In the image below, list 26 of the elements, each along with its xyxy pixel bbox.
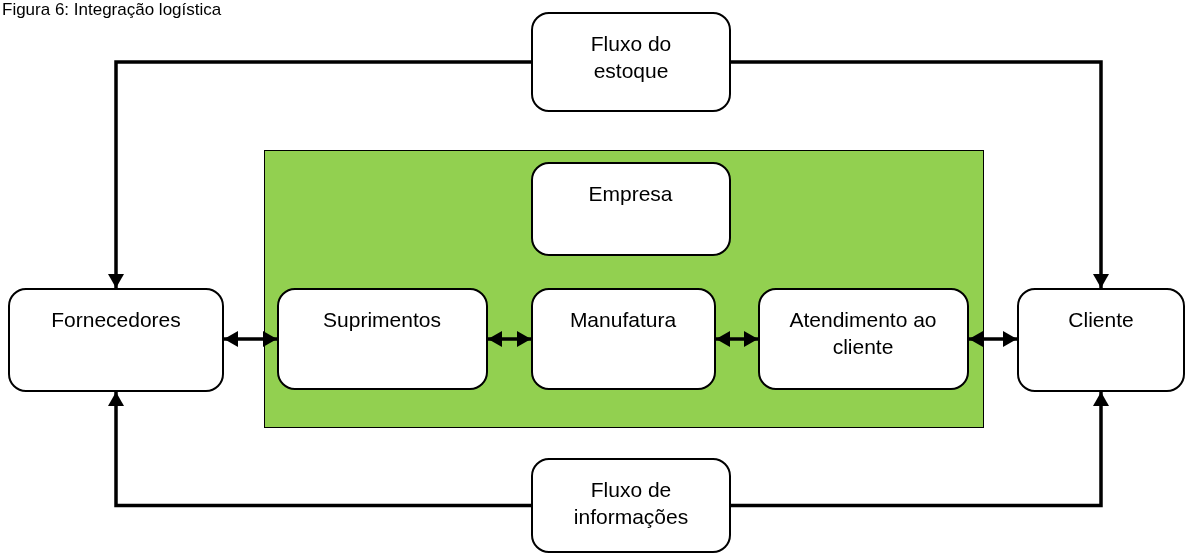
- company-panel: [264, 150, 984, 428]
- rounded-box: [276, 287, 488, 390]
- rounded-box: [530, 161, 731, 256]
- connector-arrow: [731, 392, 1109, 508]
- connector-arrow: [224, 331, 277, 347]
- box-label: Fluxo de informações: [572, 477, 690, 530]
- connector-arrow: [488, 331, 531, 347]
- box-label: Suprimentos: [323, 306, 441, 333]
- rounded-box: [530, 287, 716, 390]
- connector-arrow: [716, 331, 758, 347]
- rounded-box: [8, 288, 224, 392]
- box-label: Fluxo do estoque: [589, 31, 673, 84]
- connector-arrow: [108, 60, 531, 288]
- box-label: Atendimento ao cliente: [788, 306, 938, 360]
- box-label: Cliente: [1068, 307, 1134, 333]
- connector-arrow: [108, 392, 531, 508]
- connector-arrow: [731, 60, 1109, 288]
- connector-arrow: [969, 331, 1017, 347]
- box-label: Fornecedores: [51, 307, 181, 333]
- rounded-box: [757, 287, 969, 390]
- rounded-box: [531, 458, 731, 553]
- rounded-box: [1017, 288, 1185, 392]
- box-label: Manufatura: [569, 306, 677, 333]
- box-label: Empresa: [588, 180, 673, 207]
- rounded-box: [531, 12, 731, 112]
- figure-title: Figura 6: Integração logística: [2, 0, 222, 20]
